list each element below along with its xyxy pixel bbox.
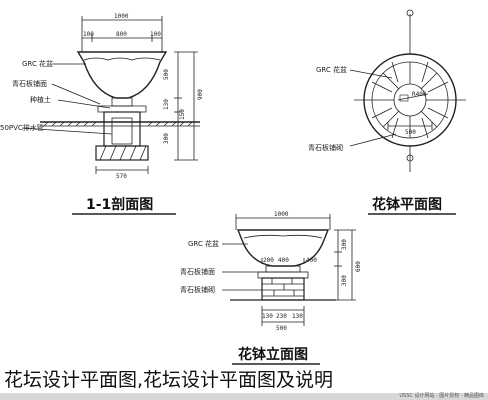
plan-dim-width: 500	[405, 129, 416, 136]
elev-dim-b1: 130	[262, 313, 273, 320]
elev-dim-total: 600	[355, 261, 362, 272]
elev-label-stone: 青石板铺面	[180, 267, 215, 276]
elev-dim-overall: 1000	[274, 211, 289, 218]
section-dim-middle: 800	[116, 31, 127, 38]
elev-dim-left: 400	[278, 257, 289, 264]
section-dim-base: 570	[116, 173, 127, 180]
plan-label-grc: GRC 花盆	[316, 65, 347, 74]
section-dim-v4: 150	[179, 109, 186, 120]
section-dim-v2: 500	[163, 69, 170, 80]
section-dim-v1: 130	[163, 99, 170, 110]
section-view	[21, 16, 200, 215]
elevation-view	[222, 214, 356, 365]
footer-bar	[0, 393, 488, 400]
elev-dim-base: 500	[276, 325, 287, 332]
plan-label-paving: 青石板铺砌	[308, 143, 343, 152]
page-caption: 花坛设计平面图,花坛设计平面图及说明	[4, 369, 334, 391]
section-label-soil: 种植土	[30, 95, 51, 104]
section-dim-total: 900	[197, 89, 204, 100]
elev-dim-v2: 300	[341, 275, 348, 286]
section-title: 1-1剖面图	[86, 196, 153, 213]
elev-dim-right: 400	[306, 257, 317, 264]
section-label-grc: GRC 花盆	[22, 59, 53, 68]
elevation-title: 花钵立面图	[238, 346, 308, 363]
elev-dim-v1: 300	[341, 239, 348, 250]
section-dim-right: 100	[150, 31, 161, 38]
elev-label-paving: 青石板铺砌	[180, 285, 215, 294]
elev-label-grc: GRC 花盆	[188, 239, 219, 248]
plan-dim-radius: R400	[412, 91, 427, 98]
section-dim-v3: 300	[163, 133, 170, 144]
plan-title: 花钵平面图	[372, 196, 442, 213]
section-label-stone: 青石板铺面	[12, 79, 47, 88]
section-label-drain: 50PVC排水管	[0, 123, 44, 132]
elev-dim-mid: 200	[263, 257, 274, 264]
elev-dim-b2: 230	[276, 313, 287, 320]
section-dim-left: 100	[83, 31, 94, 38]
section-dim-overall: 1000	[114, 13, 129, 20]
elev-dim-b3: 130	[292, 313, 303, 320]
watermark: USSC 设计网站 · 图片授权 · 精品图库	[399, 393, 484, 399]
plan-view	[349, 9, 466, 215]
